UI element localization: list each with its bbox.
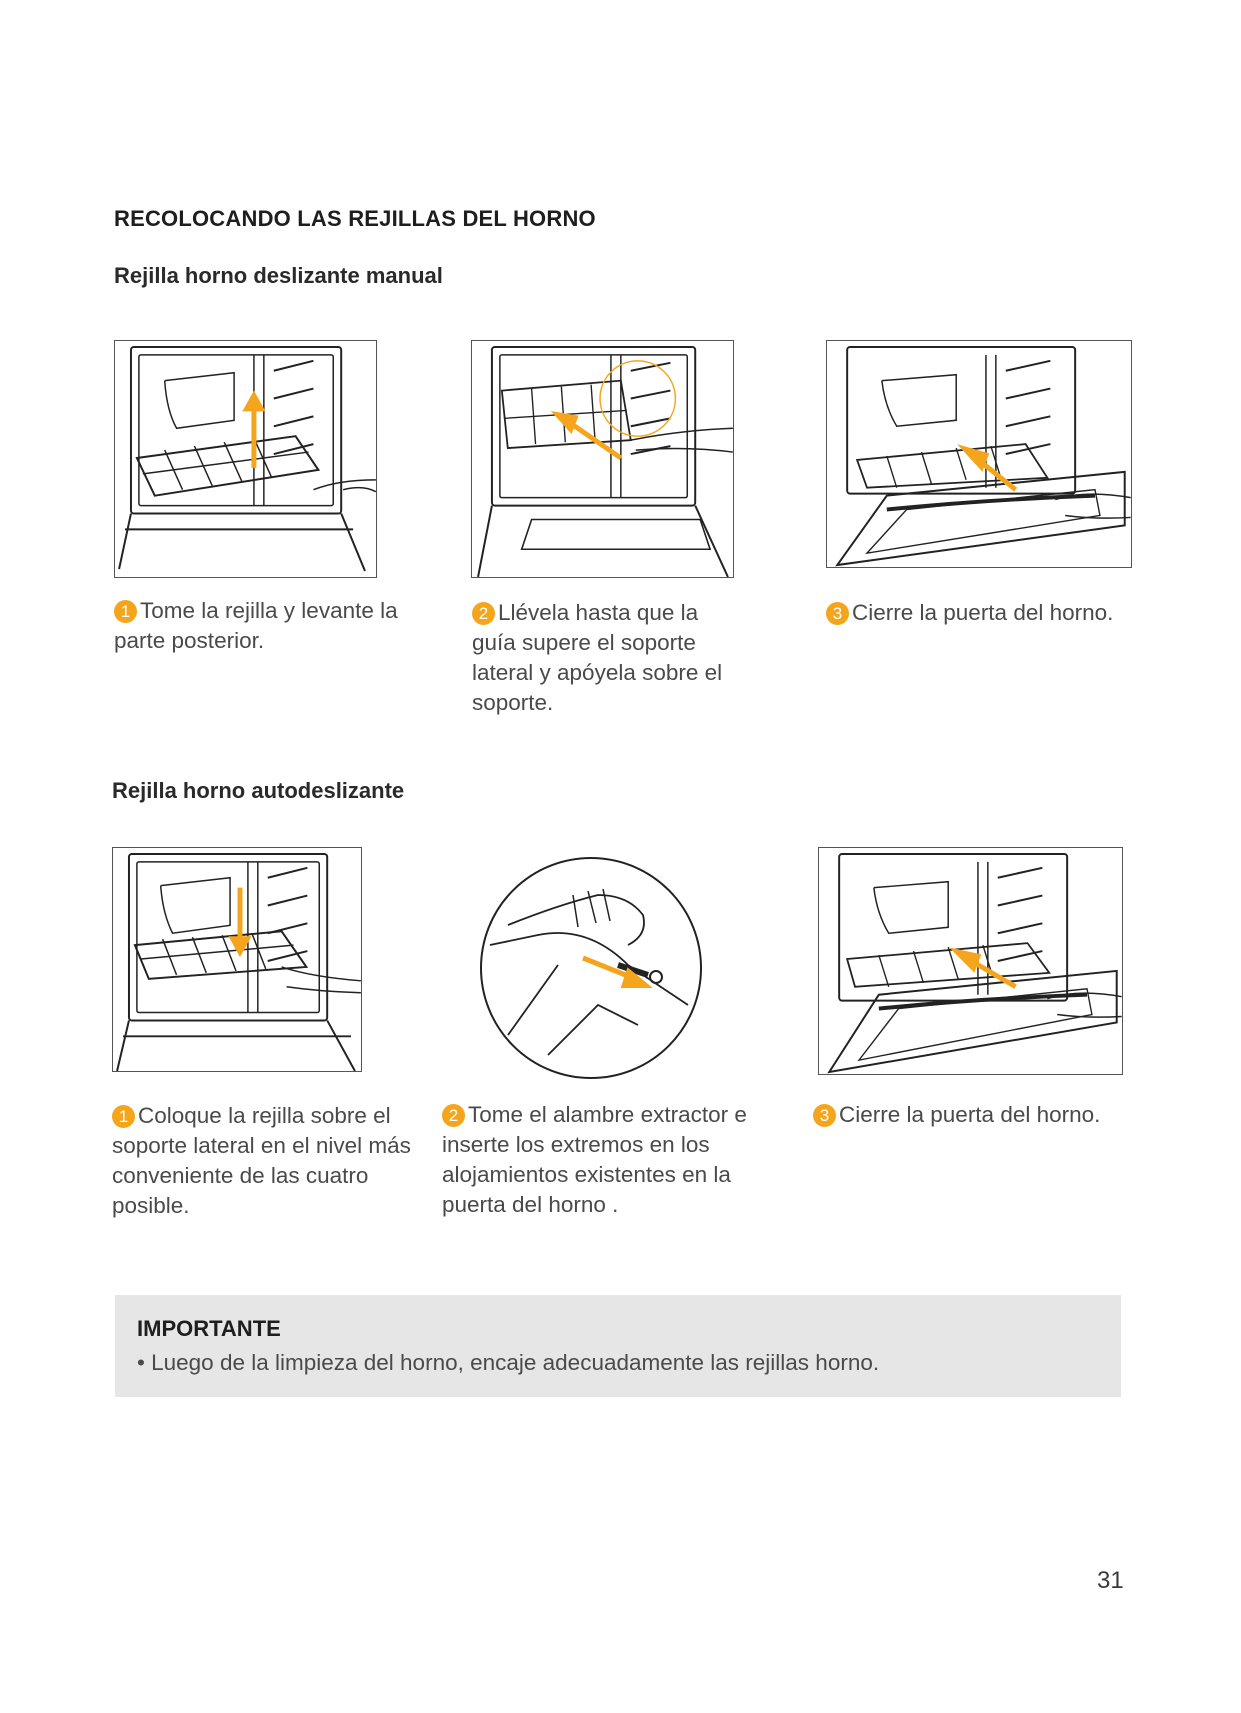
step-text: Tome el alambre extractor e inserte los …	[442, 1102, 747, 1217]
oven-illustration-manual-1	[114, 340, 377, 578]
section-title-manual: Rejilla horno deslizante manual	[114, 263, 443, 288]
step-number-badge: 2	[472, 602, 495, 625]
section-title-auto: Rejilla horno autodeslizante	[112, 778, 405, 803]
step-text: Tome la rejilla y levante la parte poste…	[114, 598, 398, 653]
step-number-badge: 1	[112, 1105, 135, 1128]
important-note-box: IMPORTANTE • Luego de la limpieza del ho…	[115, 1295, 1121, 1397]
important-title: IMPORTANTE	[137, 1316, 281, 1341]
step-number-badge: 3	[813, 1104, 836, 1127]
page-title: RECOLOCANDO LAS REJILLAS DEL HORNO	[114, 206, 596, 231]
oven-illustration-manual-2	[471, 340, 734, 578]
page-number: 31	[1097, 1567, 1124, 1594]
step-number-badge: 1	[114, 600, 137, 623]
step-text: Llévela hasta que la guía supere el sopo…	[472, 600, 723, 715]
important-item: • Luego de la limpieza del horno, encaje…	[137, 1350, 880, 1375]
oven-illustration-auto-1	[112, 847, 362, 1072]
step-text: Coloque la rejilla sobre el soporte late…	[112, 1103, 411, 1218]
step-number-badge: 3	[826, 602, 849, 625]
wire-extractor-detail-illustration	[478, 855, 704, 1081]
oven-illustration-auto-3	[818, 847, 1123, 1075]
step-number-badge: 2	[442, 1104, 465, 1127]
oven-illustration-manual-3	[826, 340, 1132, 568]
step-text: Cierre la puerta del horno.	[839, 1102, 1101, 1127]
step-text: Cierre la puerta del horno.	[852, 600, 1114, 625]
